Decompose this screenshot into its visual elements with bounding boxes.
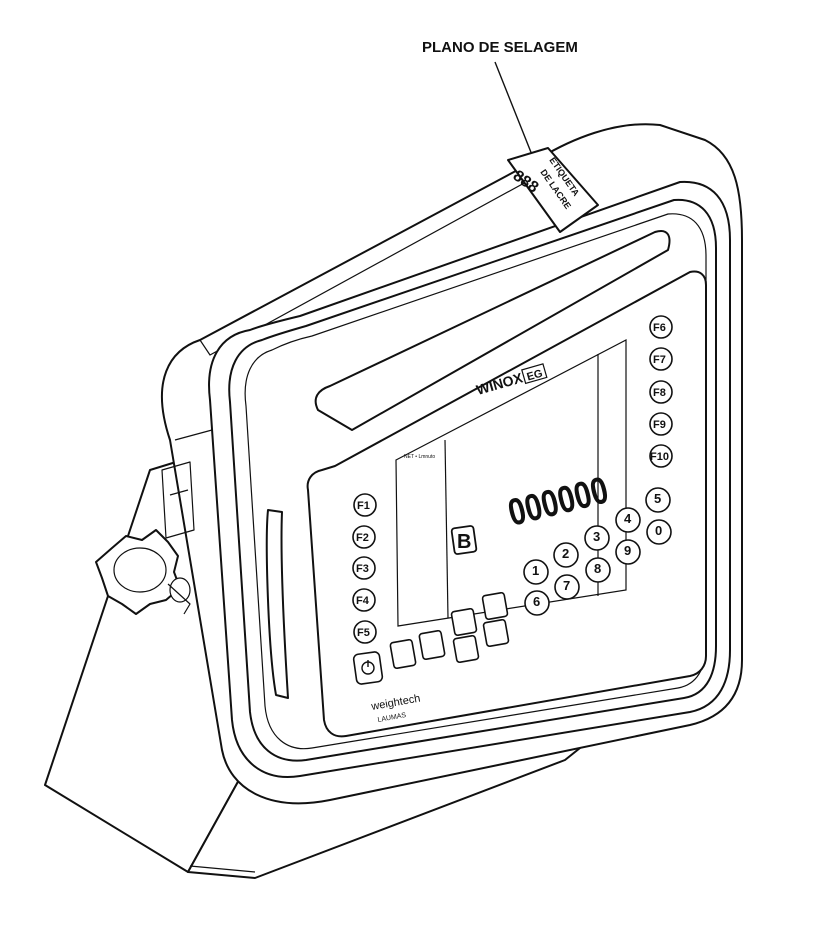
svg-text:F10: F10: [650, 451, 669, 463]
svg-text:4: 4: [624, 511, 632, 526]
display-badge: B: [457, 531, 471, 553]
brand-line-2: LAUMAS: [377, 712, 407, 724]
function-key-f9[interactable]: F9: [649, 412, 673, 436]
svg-text:1: 1: [532, 563, 539, 578]
numeric-key-2[interactable]: 2: [553, 542, 579, 568]
control-key-2[interactable]: [418, 629, 446, 661]
function-key-f6[interactable]: F6: [649, 315, 673, 339]
svg-text:8: 8: [594, 561, 601, 576]
control-key-6[interactable]: [482, 618, 510, 648]
function-key-f5[interactable]: F5: [353, 620, 377, 644]
top-lip: [314, 230, 671, 431]
function-key-f8[interactable]: F8: [649, 380, 673, 404]
numeric-key-3[interactable]: 3: [584, 525, 610, 551]
numeric-key-8[interactable]: 8: [585, 557, 611, 583]
svg-text:F9: F9: [653, 419, 666, 431]
svg-text:F6: F6: [653, 322, 666, 334]
control-key-1[interactable]: [389, 638, 417, 670]
bracket-slot: [161, 461, 195, 539]
bracket-detail: [169, 489, 189, 496]
svg-text:7: 7: [563, 578, 570, 593]
svg-text:F1: F1: [357, 500, 370, 512]
svg-text:6: 6: [533, 594, 540, 609]
control-key-4[interactable]: [481, 591, 509, 621]
svg-text:3: 3: [593, 529, 600, 544]
function-key-f7[interactable]: F7: [649, 347, 673, 371]
left-grip: [265, 509, 289, 699]
tilt-knob[interactable]: [95, 529, 191, 615]
svg-text:F2: F2: [356, 532, 369, 544]
numeric-key-6[interactable]: 6: [524, 590, 550, 616]
numeric-key-9[interactable]: 9: [615, 539, 641, 565]
control-keys: [389, 591, 510, 670]
numeric-key-7[interactable]: 7: [554, 574, 580, 600]
model-suffix: EG: [526, 368, 545, 384]
numeric-key-4[interactable]: 4: [615, 507, 641, 533]
svg-text:0: 0: [655, 523, 662, 538]
function-key-f1[interactable]: F1: [353, 493, 377, 517]
svg-text:5: 5: [654, 491, 661, 506]
numeric-key-5[interactable]: 5: [645, 487, 671, 513]
numeric-keypad: 1 2 3 4 5 6 7: [523, 487, 672, 616]
numeric-key-0[interactable]: 0: [646, 519, 672, 545]
numeric-key-1[interactable]: 1: [523, 559, 549, 585]
function-key-f10[interactable]: F10: [649, 444, 673, 468]
svg-text:9: 9: [624, 543, 631, 558]
power-button[interactable]: [352, 651, 384, 685]
svg-text:F3: F3: [356, 563, 369, 575]
svg-text:F8: F8: [653, 387, 666, 399]
svg-text:F7: F7: [653, 354, 666, 366]
function-key-f4[interactable]: F4: [352, 588, 376, 612]
display-badge-box: [450, 525, 478, 555]
function-key-f2[interactable]: F2: [352, 525, 376, 549]
control-key-3[interactable]: [450, 607, 478, 637]
function-key-f3[interactable]: F3: [352, 556, 376, 580]
display-small-text: NET • Lmnuto: [404, 454, 435, 460]
svg-text:F5: F5: [357, 627, 370, 639]
function-keys-left: F1 F2 F3 F4 F5: [352, 493, 377, 644]
front-panel: NET • Lmnuto 000000 B WINOX EG F1 F2 F3: [306, 270, 707, 738]
svg-text:2: 2: [562, 546, 569, 561]
function-keys-right: F6 F7 F8 F9 F10: [649, 315, 673, 468]
control-key-5[interactable]: [452, 634, 480, 664]
svg-text:F4: F4: [356, 595, 370, 607]
callout-label: PLANO DE SELAGEM: [422, 39, 578, 56]
